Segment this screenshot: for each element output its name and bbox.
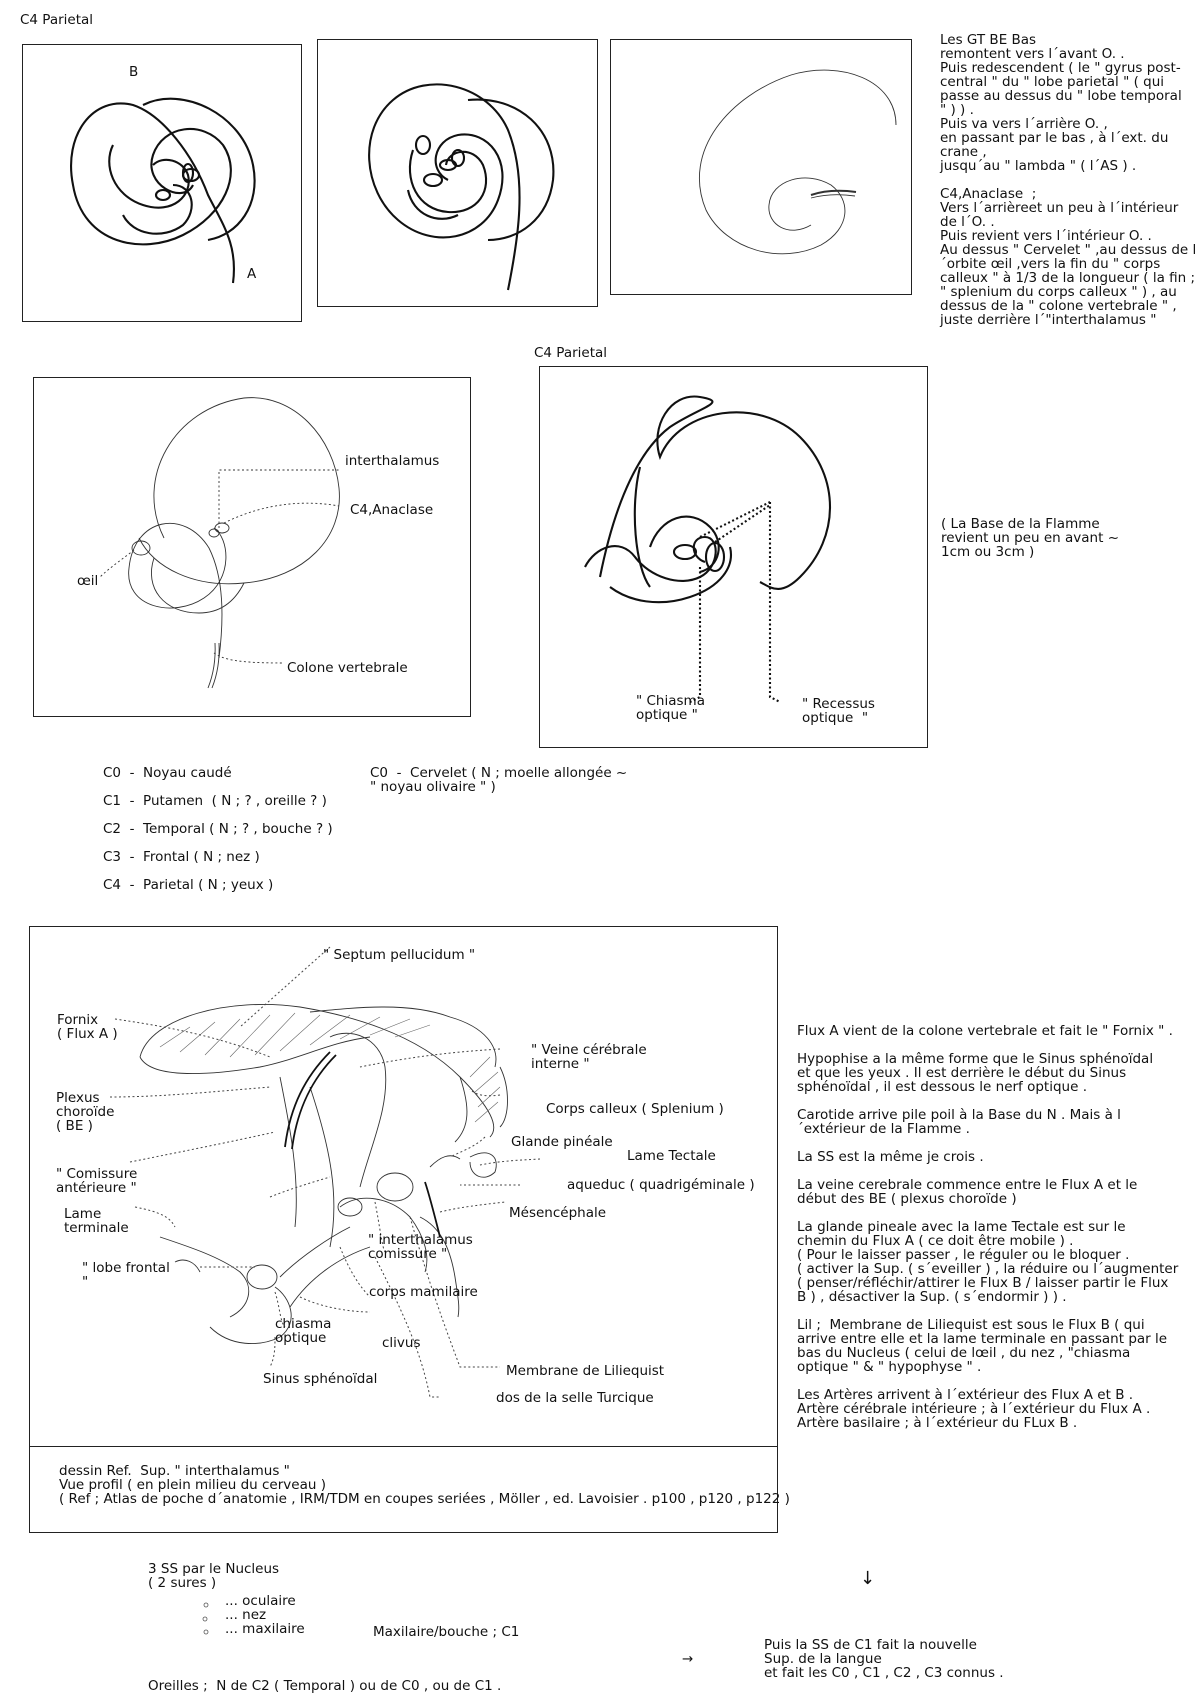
top-notes: Les GT BE Bas remontent vers l´avant O. … bbox=[940, 33, 1196, 327]
label-sinus-sphenoidal: Sinus sphénoïdal bbox=[263, 1372, 377, 1386]
label-clivus: clivus bbox=[382, 1336, 421, 1350]
label-oeil: œil bbox=[77, 574, 98, 588]
label-corps-mamilaire: corps mamilaire bbox=[369, 1285, 478, 1299]
label-interthalamus-comissure: " interthalamus comissure " bbox=[368, 1233, 473, 1261]
label-membrane-liliequist: Membrane de Liliequist bbox=[506, 1364, 664, 1378]
labeled-panel-left: interthalamus C4,Anaclase œil Colone ver… bbox=[33, 377, 471, 717]
label-interthalamus: interthalamus bbox=[345, 454, 439, 468]
ss-item-oculaire: ... oculaire bbox=[225, 1594, 296, 1608]
sketch-panel-3 bbox=[610, 39, 912, 295]
flame-base-note: ( La Base de la Flamme revient un peu en… bbox=[941, 517, 1119, 559]
ss-item-maxilaire: ... maxilaire bbox=[225, 1622, 305, 1636]
label-chiasma-optique-anat: chiasma optique bbox=[275, 1317, 331, 1345]
label-glande-pineale: Glande pinéale bbox=[511, 1135, 613, 1149]
label-colone-vertebrale: Colone vertebrale bbox=[287, 661, 408, 675]
legend-c2: C2 - Temporal ( N ; ? , bouche ? ) bbox=[103, 822, 333, 836]
sketch-panel-2 bbox=[317, 39, 598, 307]
label-comissure-anterieure: " Comissure antérieure " bbox=[56, 1167, 137, 1195]
middle-title: C4 Parietal bbox=[534, 346, 607, 360]
label-dos-selle-turcique: dos de la selle Turcique bbox=[496, 1391, 654, 1405]
anatomy-caption: dessin Ref. Sup. " interthalamus " Vue p… bbox=[59, 1464, 790, 1506]
label-lame-terminale: Lame terminale bbox=[64, 1207, 129, 1235]
spiral-sketch-3 bbox=[611, 40, 913, 296]
legend-c0: C0 - Noyau caudé bbox=[103, 766, 232, 780]
puis-note: Puis la SS de C1 fait la nouvelle Sup. d… bbox=[764, 1638, 1004, 1680]
label-chiasma-optique: " Chiasma optique " bbox=[636, 694, 705, 722]
flame-sketch bbox=[540, 367, 929, 749]
top-title: C4 Parietal bbox=[20, 13, 93, 27]
arrow-down-icon: ↓ bbox=[860, 1572, 875, 1586]
label-septum-pellucidum: " Septum pellucidum " bbox=[323, 948, 475, 962]
anatomy-panel: " Septum pellucidum " Fornix ( Flux A ) … bbox=[29, 926, 778, 1533]
label-veine-cerebrale: " Veine cérébrale interne " bbox=[531, 1043, 647, 1071]
arrow-right-icon: → bbox=[682, 1652, 693, 1666]
legend-c4: C4 - Parietal ( N ; yeux ) bbox=[103, 878, 273, 892]
label-mesencephale: Mésencéphale bbox=[509, 1206, 606, 1220]
labeled-panel-right: " Chiasma optique " " Recessus optique " bbox=[539, 366, 928, 748]
right-notes: Flux A vient de la colone vertebrale et … bbox=[797, 1024, 1178, 1430]
sketch-panel-1: B A bbox=[22, 44, 302, 322]
label-corps-calleux: Corps calleux ( Splenium ) bbox=[546, 1102, 724, 1116]
maxilaire-note: Maxilaire/bouche ; C1 bbox=[373, 1625, 519, 1639]
spiral-sketch-2 bbox=[318, 40, 599, 308]
label-lame-tectale: Lame Tectale bbox=[627, 1149, 716, 1163]
legend-c3: C3 - Frontal ( N ; nez ) bbox=[103, 850, 260, 864]
caption-divider bbox=[30, 1446, 777, 1447]
ss-title: 3 SS par le Nucleus ( 2 sures ) bbox=[148, 1562, 279, 1590]
label-aqueduc: aqueduc ( quadrigéminale ) bbox=[567, 1178, 755, 1192]
legend-c0-cervelet: C0 - Cervelet ( N ; moelle allongée ~ " … bbox=[370, 766, 627, 794]
ss-bullet-marks bbox=[200, 1596, 220, 1646]
label-c4-anaclase: C4,Anaclase bbox=[350, 503, 433, 517]
label-lobe-frontal: " lobe frontal " bbox=[82, 1261, 170, 1289]
oreilles-note: Oreilles ; N de C2 ( Temporal ) ou de C0… bbox=[148, 1679, 501, 1693]
legend-c1: C1 - Putamen ( N ; ? , oreille ? ) bbox=[103, 794, 327, 808]
spiral-sketch-1 bbox=[23, 45, 303, 323]
label-plexus-choroide: Plexus choroïde ( BE ) bbox=[56, 1091, 114, 1133]
label-recessus-optique: " Recessus optique " bbox=[802, 697, 875, 725]
ss-item-nez: ... nez bbox=[225, 1608, 266, 1622]
label-fornix: Fornix ( Flux A ) bbox=[57, 1013, 118, 1041]
